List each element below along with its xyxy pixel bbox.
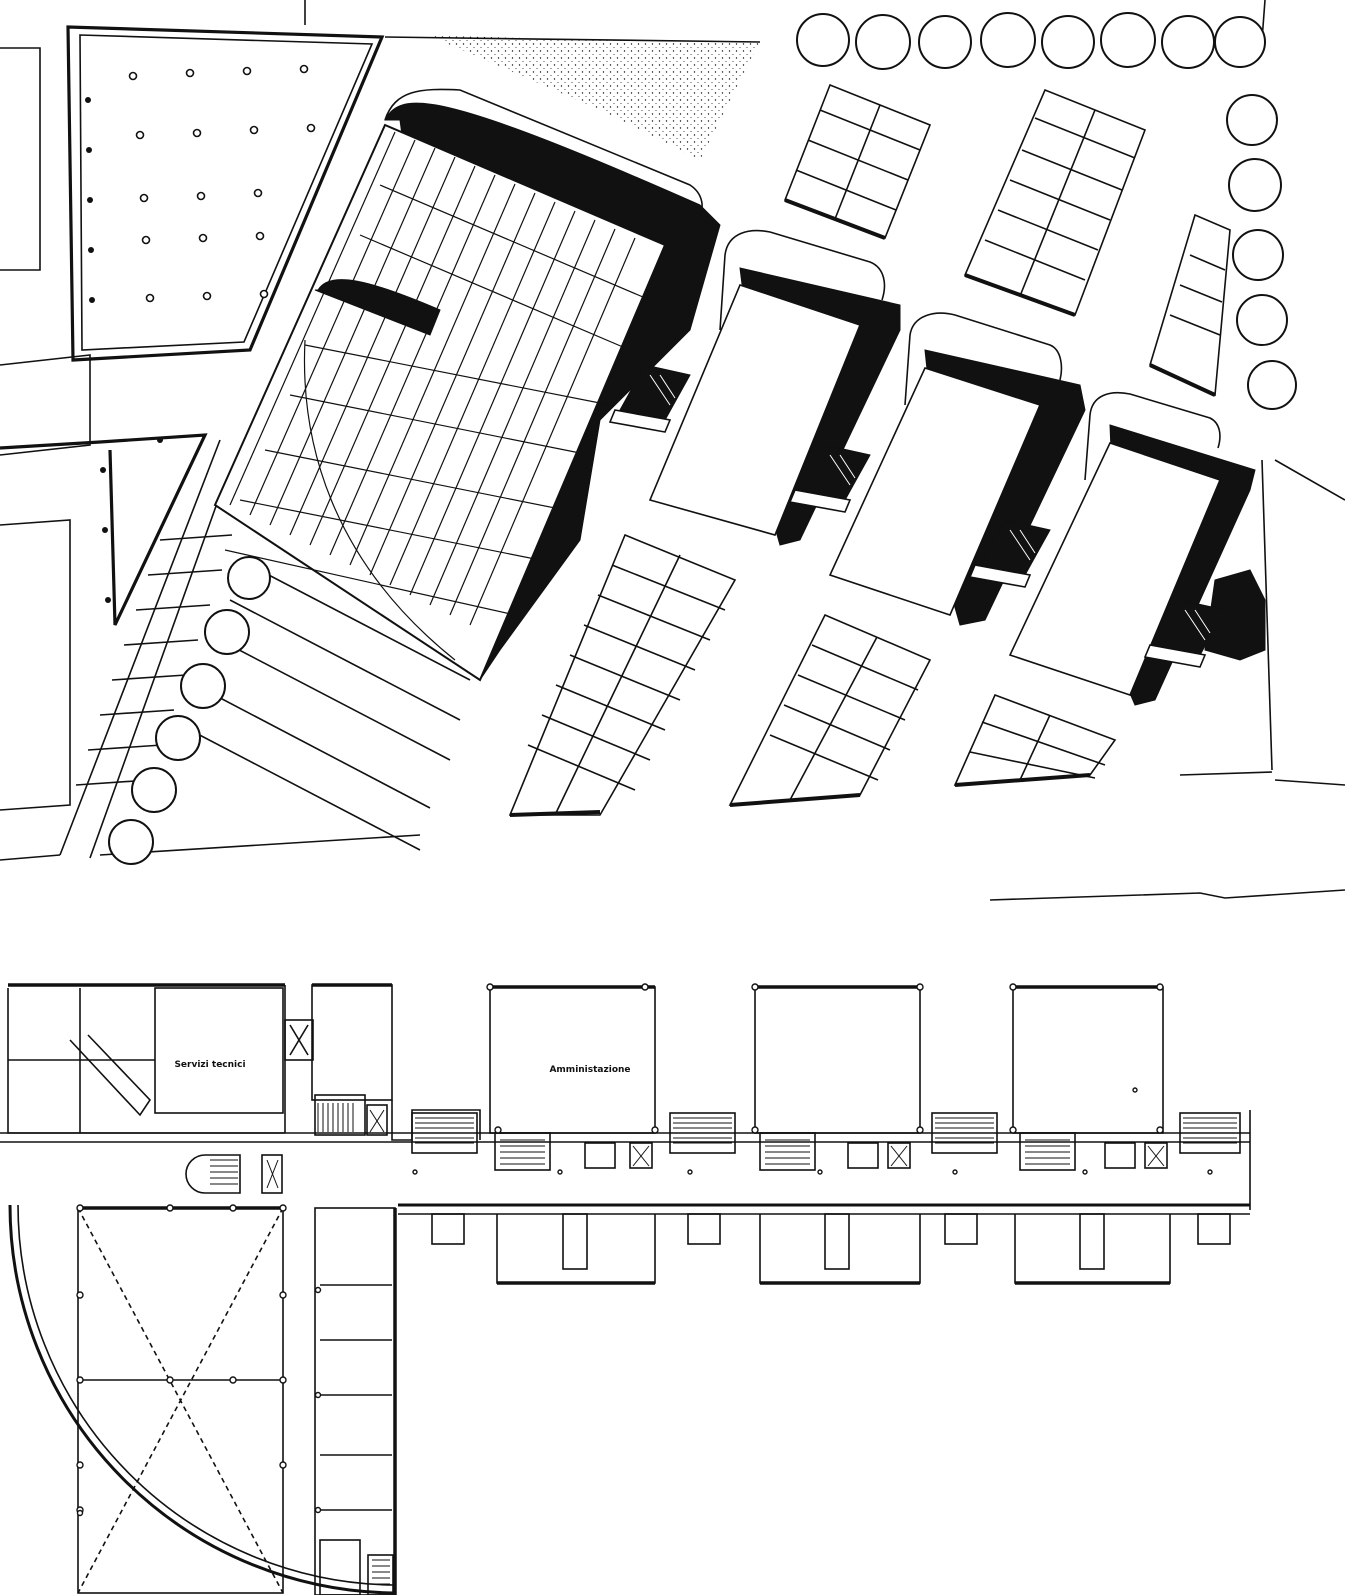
plaza-edge-posts: [85, 97, 95, 303]
plaza-triangle: [0, 433, 208, 626]
office-block-2: [828, 367, 1042, 616]
tree-icon: [108, 12, 1297, 865]
office-block-3: [1008, 442, 1222, 696]
parking-stripes-left: [75, 494, 471, 859]
parking-lots: [508, 83, 1231, 816]
plan-walls: [0, 983, 1251, 1595]
plaza-columns: [128, 64, 316, 303]
label-servizi-tecnici: Servizi tecnici: [174, 1060, 245, 1070]
floor-plan: Servizi tecnici Amministazione: [0, 983, 1251, 1595]
plaza-left: [66, 25, 385, 362]
office-blocks: [648, 267, 1266, 706]
plan-columns: [76, 983, 1213, 1517]
main-factory-block: [213, 102, 721, 682]
stair-treads: [210, 1103, 1237, 1585]
garden-stipple: [430, 36, 760, 160]
axonometric-site-view: [0, 0, 1345, 901]
label-amministazione: Amministazione: [549, 1065, 630, 1075]
stair-cores: [608, 364, 1226, 668]
road-lines: [0, 36, 1273, 861]
roof-sheds: [224, 131, 651, 661]
office-block-1: [648, 284, 862, 536]
rounded-lots: [384, 88, 1221, 481]
context-buildings: [0, 0, 1345, 901]
parking-curbs: [509, 198, 1216, 817]
